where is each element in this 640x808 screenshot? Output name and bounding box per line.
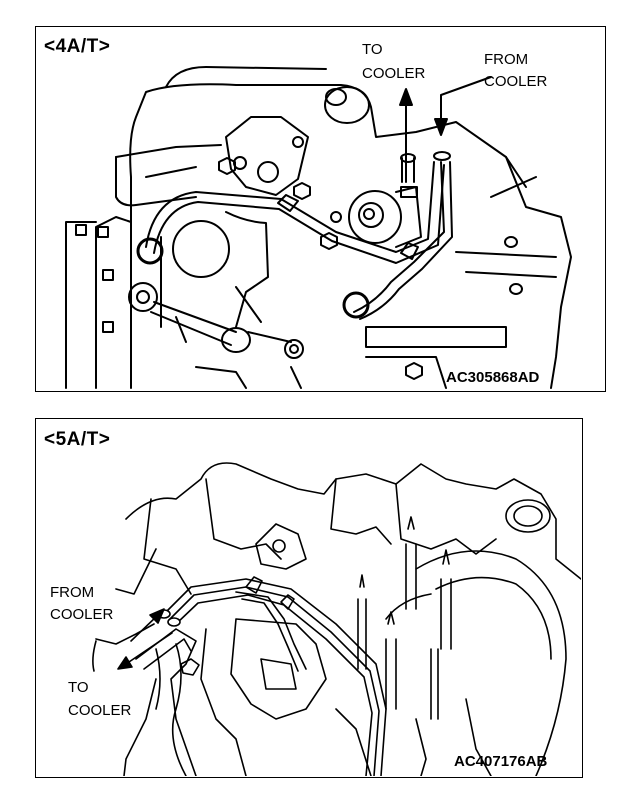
diagram-panel-5at: <5A/T> FROM COOLER TO COOLER AC407176AB: [35, 418, 583, 778]
to-cooler-label-line1: TO: [68, 679, 89, 696]
from-cooler-label-line1: FROM: [50, 584, 95, 601]
to-cooler-label-line2: COOLER: [68, 702, 132, 719]
figure-code: AC407176AB: [454, 753, 548, 770]
transmission-4at-illustration: [36, 27, 604, 390]
from-cooler-label-line2: COOLER: [484, 73, 548, 90]
transmission-type-label: <5A/T>: [44, 429, 111, 450]
from-cooler-label-line1: FROM: [484, 51, 529, 68]
transmission-type-label: <4A/T>: [44, 36, 111, 57]
figure-code: AC305868AD: [446, 369, 540, 386]
transmission-5at-illustration: [36, 419, 581, 776]
from-cooler-label-line2: COOLER: [50, 606, 114, 623]
to-cooler-label-line2: COOLER: [362, 65, 426, 82]
diagram-panel-4at: <4A/T> TO COOLER FROM COOLER AC305868AD: [35, 26, 606, 392]
to-cooler-label-line1: TO: [362, 41, 383, 58]
